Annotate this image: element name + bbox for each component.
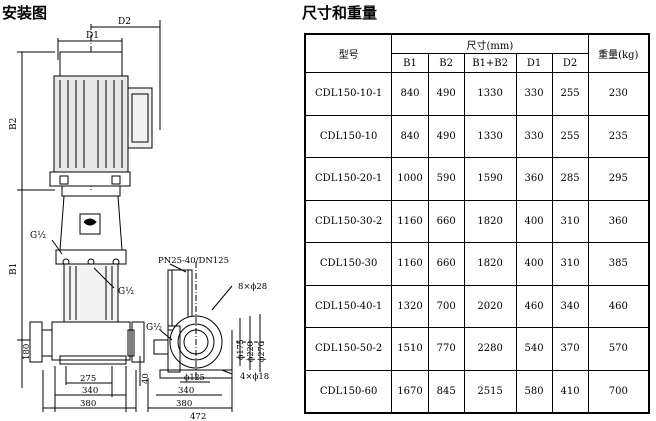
cell-d1: 330 [515,72,553,116]
header-model: 型号 [304,33,393,73]
cell-d1: 400 [515,242,553,286]
cell-b1: 840 [391,114,429,158]
cell-b2: 770 [427,327,465,371]
label-phi175: ϕ175 [236,339,245,360]
label-phi220: ϕ220 [246,341,255,362]
label-b2: B2 [9,118,19,130]
cell-b1: 1670 [391,369,429,414]
cell-b1: 1160 [391,242,429,286]
cell-model: CDL150-20-1 [304,157,393,201]
cell-d1: 400 [515,199,553,243]
label-dim-340b: 340 [178,386,194,396]
label-dim-472: 472 [190,412,206,421]
cell-model: CDL150-40-1 [304,284,393,328]
cell-model: CDL150-10-1 [304,72,393,116]
dimensions-weight-heading: 尺寸和重量 [302,4,378,22]
cell-weight: 570 [587,327,650,371]
cell-d2: 310 [551,199,589,243]
cell-d1: 460 [515,284,553,328]
cell-weight: 295 [587,157,650,201]
cell-weight: 235 [587,114,650,158]
label-dim-340a: 340 [82,386,98,396]
cell-b2: 590 [427,157,465,201]
label-holes-4: 4×ϕ18 [240,372,269,382]
label-dim-380b: 380 [176,399,192,409]
label-d2: D2 [118,17,131,27]
header-b2: B2 [427,53,465,73]
label-holes-8: 8×ϕ28 [238,282,267,292]
cell-b2: 660 [427,199,465,243]
cell-b1b2: 1820 [463,199,517,243]
cell-d2: 340 [551,284,589,328]
label-phi270: ϕ270 [257,341,266,362]
cell-model: CDL150-10 [304,114,393,158]
label-g-half-3: G½ [146,322,162,333]
cell-b2: 490 [427,72,465,116]
cell-b1b2: 1330 [463,114,517,158]
label-g-half-2: G½ [118,286,134,297]
cell-b1: 1320 [391,284,429,328]
label-b1: B1 [9,263,19,275]
installation-heading: 安装图 [2,4,48,22]
cell-b2: 845 [427,369,465,414]
cell-b2: 490 [427,114,465,158]
cell-weight: 230 [587,72,650,116]
label-d1: D1 [86,31,99,41]
cell-weight: 360 [587,199,650,243]
cell-d2: 255 [551,72,589,116]
cell-b1: 840 [391,72,429,116]
cell-b1b2: 2280 [463,327,517,371]
cell-weight: 700 [587,369,650,414]
cell-b1b2: 1820 [463,242,517,286]
cell-d2: 410 [551,369,589,414]
header-d1: D1 [515,53,553,73]
cell-d1: 360 [515,157,553,201]
installation-drawing: D1 D2 B2 B1 G½ G½ G½ PN25-40/DN125 8×ϕ28… [9,17,269,421]
cell-model: CDL150-60 [304,369,393,414]
cell-model: CDL150-30 [304,242,393,286]
cell-b2: 660 [427,242,465,286]
label-dim-40: 40 [141,373,151,384]
cell-model: CDL150-30-2 [304,199,393,243]
cell-b2: 700 [427,284,465,328]
label-dim-180: 180 [22,344,32,360]
header-d2: D2 [551,53,589,73]
label-dim-380a: 380 [80,399,96,409]
label-dim-275: 275 [80,374,96,384]
cell-d1: 330 [515,114,553,158]
cell-b1: 1510 [391,327,429,371]
cell-b1: 1000 [391,157,429,201]
cell-b1b2: 2515 [463,369,517,414]
cell-model: CDL150-50-2 [304,327,393,371]
label-flange-standard: PN25-40/DN125 [158,256,229,266]
cell-d2: 285 [551,157,589,201]
cell-d1: 540 [515,327,553,371]
header-weight: 重量(kg) [587,33,650,73]
cell-b1b2: 1590 [463,157,517,201]
dimensions-weight-table: 型号 尺寸(mm) 重量(kg) B1 B2 B1+B2 D1 D2 CDL15… [304,33,650,414]
cell-b1: 1160 [391,199,429,243]
label-g-half-1: G½ [30,230,46,241]
cell-weight: 460 [587,284,650,328]
cell-d1: 580 [515,369,553,414]
cell-b1b2: 2020 [463,284,517,328]
cell-d2: 370 [551,327,589,371]
cell-d2: 310 [551,242,589,286]
header-size-group: 尺寸(mm) [391,33,589,54]
cell-weight: 385 [587,242,650,286]
label-phi125: ϕ125 [184,373,205,382]
header-b1b2: B1+B2 [463,53,517,73]
cell-d2: 255 [551,114,589,158]
cell-b1b2: 1330 [463,72,517,116]
header-b1: B1 [391,53,429,73]
